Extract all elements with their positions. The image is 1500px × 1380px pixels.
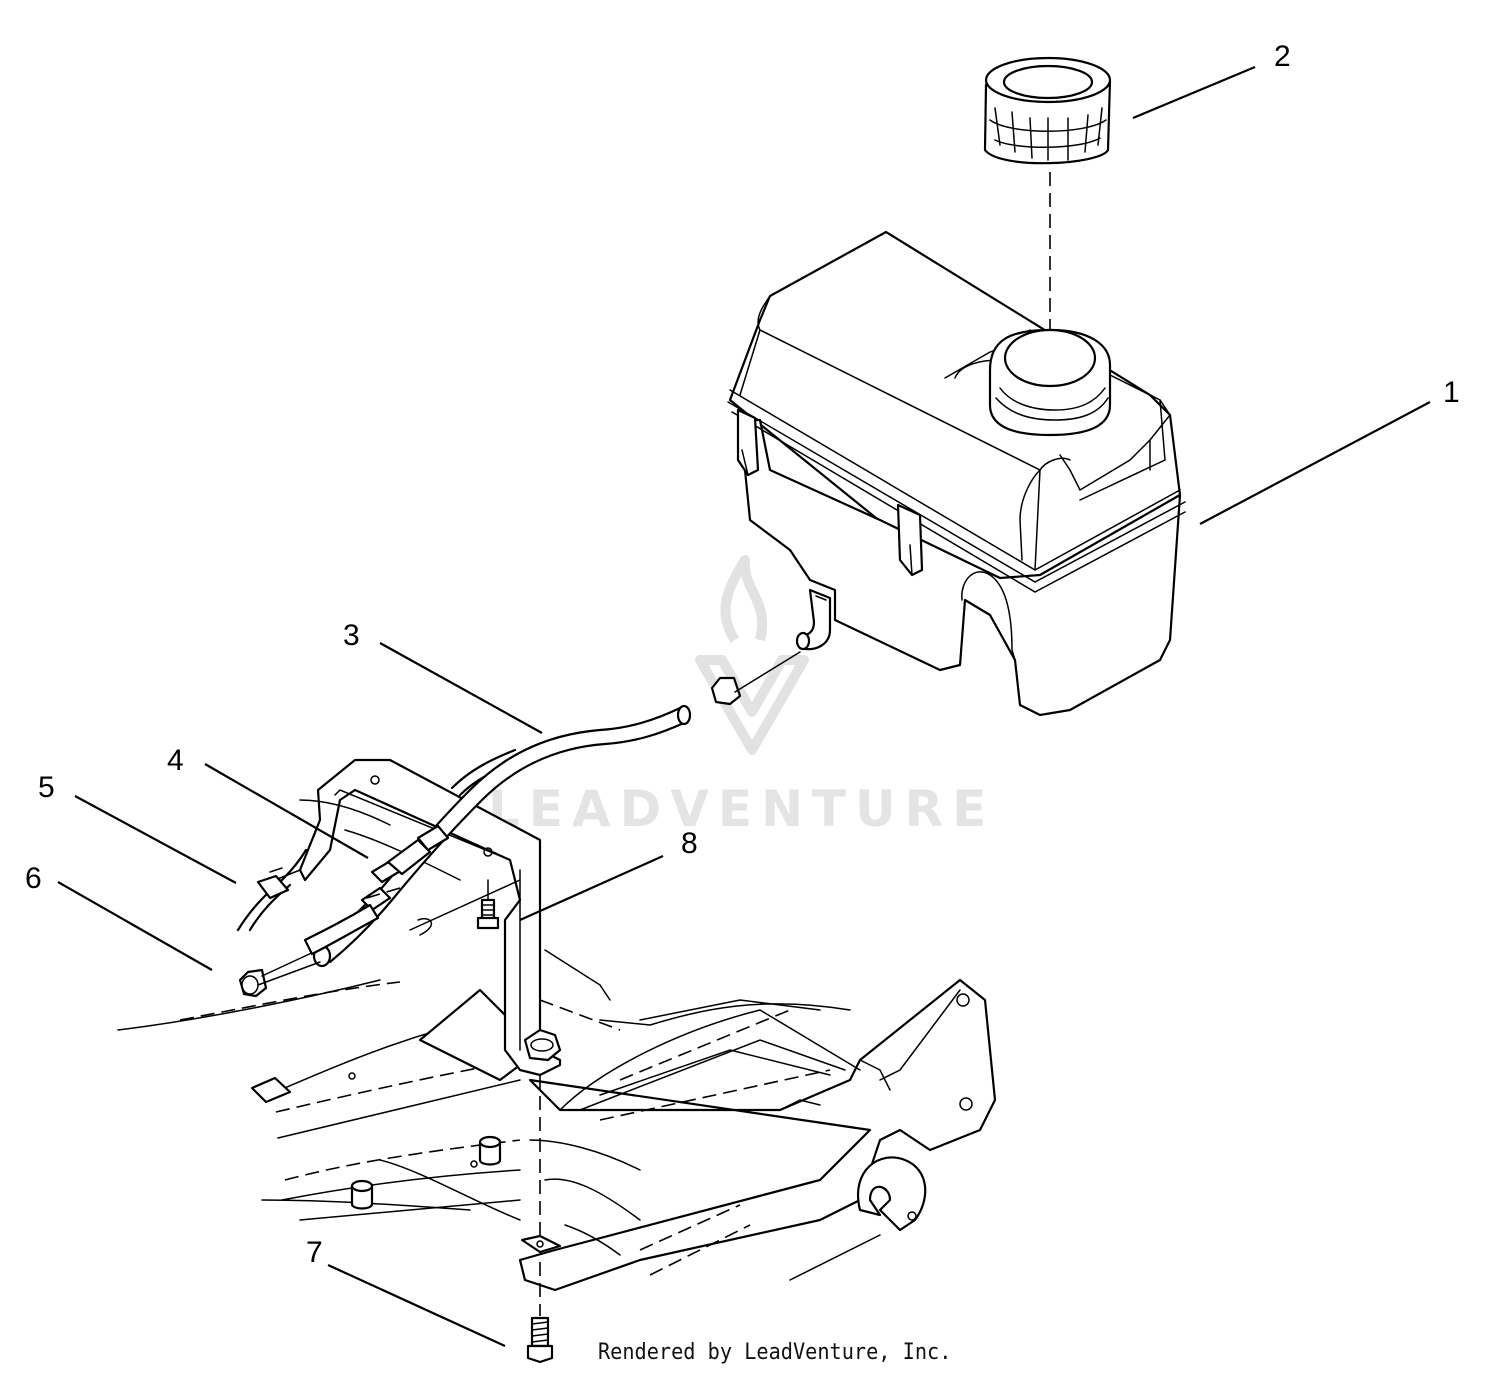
render-credit: Rendered by LeadVenture, Inc. xyxy=(598,1340,952,1365)
part-7-screw xyxy=(526,1316,554,1364)
callout-7: 7 xyxy=(306,1236,323,1269)
alignment-lines xyxy=(359,172,1051,1316)
tank-bracket xyxy=(274,758,562,1077)
leader-6 xyxy=(57,881,213,971)
upper-clamp xyxy=(710,651,801,706)
callout-labels: 1 2 3 4 5 6 7 8 xyxy=(25,40,1460,1269)
callout-5: 5 xyxy=(38,771,55,804)
callout-2: 2 xyxy=(1274,40,1291,73)
return-hose xyxy=(303,879,521,956)
part-2-fuel-cap xyxy=(983,56,1112,165)
leader-7 xyxy=(327,1263,506,1348)
leader-2 xyxy=(1132,65,1256,120)
leader-3 xyxy=(379,642,543,734)
leader-lines xyxy=(57,65,1431,1348)
callout-1: 1 xyxy=(1443,376,1460,409)
callout-8: 8 xyxy=(681,827,698,860)
watermark-text: LEADVENTURE xyxy=(488,780,995,838)
part-6-clamp xyxy=(238,949,321,998)
leader-5 xyxy=(74,795,237,884)
leader-1 xyxy=(1199,401,1431,525)
callout-3: 3 xyxy=(343,619,360,652)
leader-4 xyxy=(204,763,369,859)
callout-6: 6 xyxy=(25,862,42,895)
leader-8 xyxy=(519,854,664,922)
callout-4: 4 xyxy=(167,744,184,777)
watermark-logo: LEADVENTURE xyxy=(488,555,995,838)
mower-frame xyxy=(117,949,997,1292)
part-1-fuel-tank xyxy=(727,230,1186,717)
